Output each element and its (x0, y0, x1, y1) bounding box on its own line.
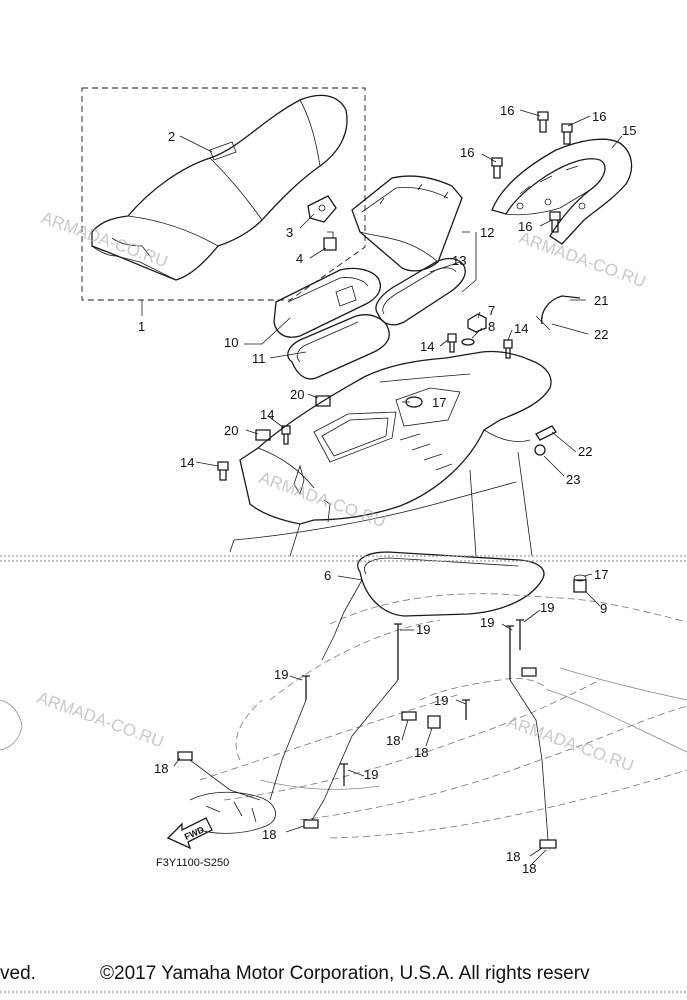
copyright-text: ©2017 Yamaha Motor Corporation, U.S.A. A… (100, 963, 590, 984)
callout-18c: 18 (154, 761, 168, 776)
callout-16d: 16 (518, 219, 532, 234)
copyright-fragment-left: ved. (0, 963, 36, 984)
callout-15: 15 (622, 123, 636, 138)
callout-19f: 19 (364, 767, 378, 782)
callout-16a: 16 (500, 103, 514, 118)
callout-19a: 19 (416, 622, 430, 637)
callout-14c: 14 (260, 407, 274, 422)
callout-22a: 22 (594, 327, 608, 342)
callout-21: 21 (594, 293, 608, 308)
callout-14d: 14 (180, 455, 194, 470)
hull-outline (0, 593, 687, 839)
callout-6: 6 (324, 568, 331, 583)
callout-19e: 19 (434, 693, 448, 708)
callout-2: 2 (168, 129, 175, 144)
callout-7: 7 (488, 303, 495, 318)
watermarks: ARMADA-CO.RU ARMADA-CO.RU ARMADA-CO.RU A… (35, 208, 649, 775)
callout-18e: 18 (506, 849, 520, 864)
callout-8: 8 (488, 319, 495, 334)
callout-14a: 14 (420, 339, 434, 354)
hatch-cover (273, 267, 390, 380)
callout-3: 3 (286, 225, 293, 240)
watermark-3: ARMADA-CO.RU (257, 468, 389, 531)
footer: ved. ©2017 Yamaha Motor Corporation, U.S… (0, 963, 687, 993)
callout-4: 4 (296, 251, 303, 266)
storage-bin (351, 175, 466, 326)
rear-handle (491, 111, 633, 245)
drawing-code: F3Y1100-S250 (156, 857, 229, 869)
callout-18a: 18 (386, 733, 400, 748)
callout-23: 23 (566, 472, 580, 487)
callout-18b: 18 (414, 745, 428, 760)
callout-1: 1 (138, 319, 145, 334)
watermark-2: ARMADA-CO.RU (517, 228, 649, 291)
callout-17a: 17 (432, 395, 446, 410)
callout-19c: 19 (540, 600, 554, 615)
callout-19d: 19 (274, 667, 288, 682)
callout-22b: 22 (578, 444, 592, 459)
callout-17b: 17 (594, 567, 608, 582)
callouts: 1 2 3 4 6 7 8 9 10 11 12 13 14 14 14 14 … (138, 103, 636, 876)
main-gasket (357, 551, 545, 617)
leader-lines (141, 109, 623, 865)
callout-9: 9 (600, 601, 607, 616)
callout-11: 11 (252, 351, 266, 366)
callout-12: 12 (480, 225, 494, 240)
deck-body (229, 350, 552, 557)
callout-19b: 19 (480, 615, 494, 630)
callout-13: 13 (452, 253, 466, 268)
watermark-4: ARMADA-CO.RU (35, 688, 167, 751)
fwd-arrow: FWD (166, 817, 213, 850)
page-seam (0, 555, 687, 562)
callout-10: 10 (224, 335, 238, 350)
callout-14b: 14 (514, 321, 528, 336)
rivets (302, 619, 524, 786)
hardware (217, 295, 587, 593)
callout-16b: 16 (592, 109, 606, 124)
callout-16c: 16 (460, 145, 474, 160)
callout-18f: 18 (522, 861, 536, 876)
clips (177, 667, 557, 849)
seat-assembly (81, 87, 366, 301)
watermark-1: ARMADA-CO.RU (39, 208, 171, 271)
callout-18d: 18 (262, 827, 276, 842)
callout-20b: 20 (224, 423, 238, 438)
callout-20a: 20 (290, 387, 304, 402)
